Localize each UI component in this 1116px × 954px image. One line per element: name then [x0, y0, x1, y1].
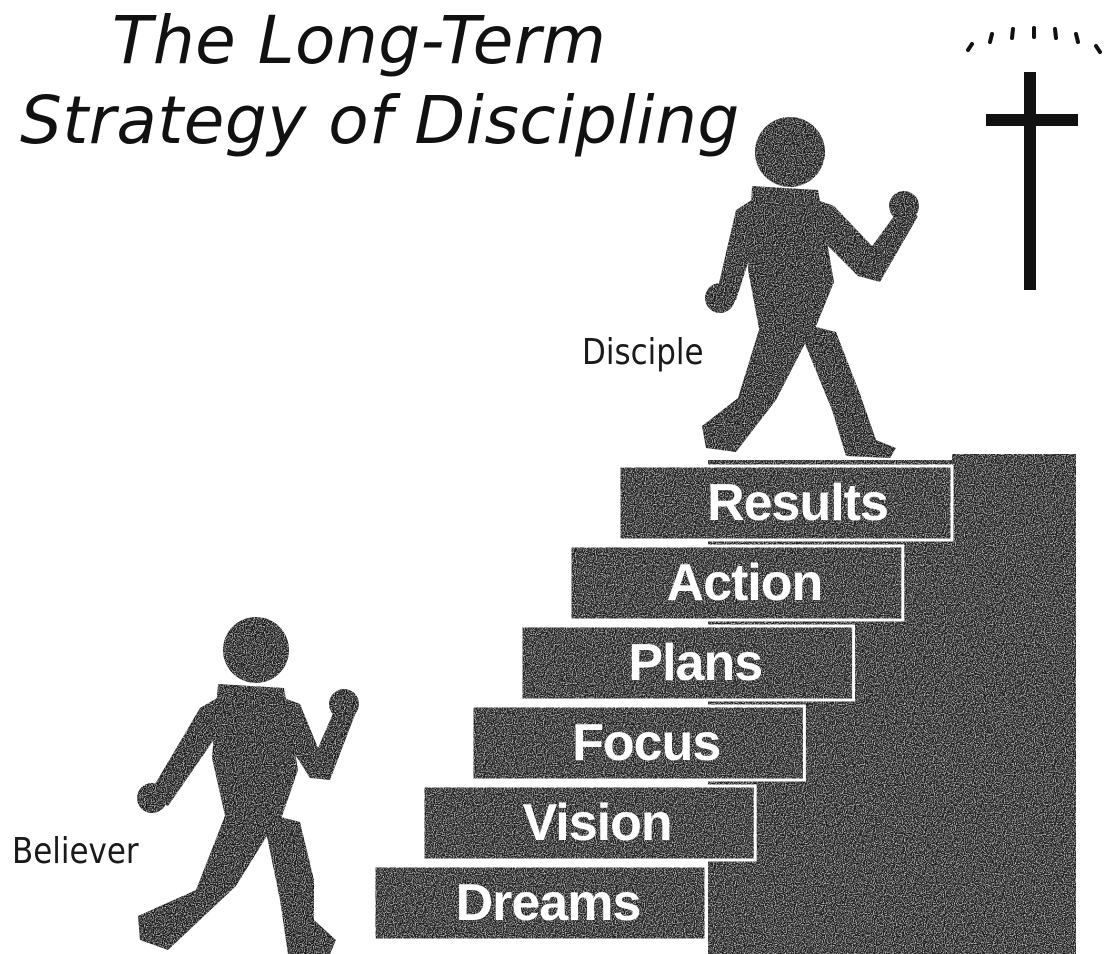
title-line-1: The Long-Term	[112, 2, 607, 79]
walking-person-icon	[702, 117, 919, 458]
step-label-action: Action	[667, 554, 823, 612]
walking-person-icon	[137, 617, 359, 954]
step-focus	[470, 704, 806, 782]
step-results	[617, 464, 954, 542]
step-label-results: Results	[707, 474, 888, 532]
believer-label: Believer	[12, 831, 139, 872]
step-label-plans: Plans	[628, 634, 762, 692]
radiance-icon	[966, 26, 1102, 54]
cross-icon	[986, 72, 1078, 290]
step-action	[568, 544, 905, 622]
step-label-vision: Vision	[523, 794, 672, 852]
step-label-focus: Focus	[572, 714, 720, 772]
steps-group: Dreams Vision Focus Plans Action Results	[372, 464, 954, 942]
title-line-2: Strategy of Discipling	[20, 82, 740, 159]
step-label-dreams: Dreams	[456, 874, 641, 932]
step-plans	[519, 624, 856, 702]
disciple-label: Disciple	[582, 332, 704, 373]
step-dreams	[372, 864, 708, 942]
step-vision	[421, 784, 757, 862]
